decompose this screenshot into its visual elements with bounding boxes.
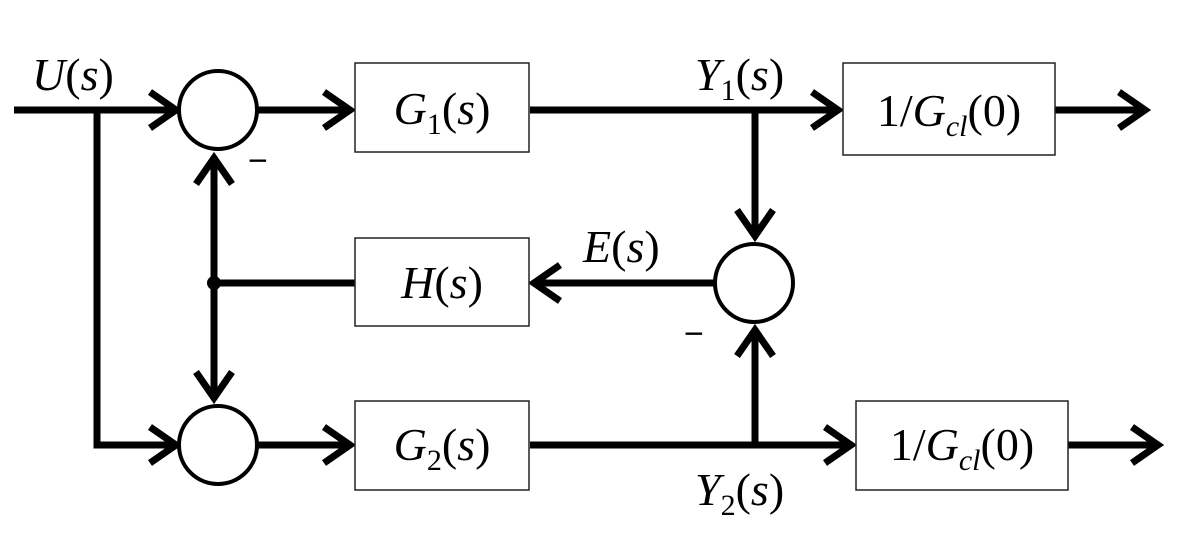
block-norm-top [842,62,1056,156]
signal-y1-label: Y1(s) [695,49,784,107]
sum-junction-error [713,242,795,324]
arrow-into-g2 [322,424,357,466]
arrow-feedback-up [193,151,235,186]
arrow-into-norm-top [810,89,845,131]
block-g2-label: G2(s) [394,419,491,477]
arrow-into-h [527,262,562,304]
branch-point [207,276,221,290]
block-h [354,237,530,327]
block-norm-bottom [855,400,1069,491]
minus-sign-error-sum: − [684,315,704,353]
arrow-feedback-down [193,370,235,405]
minus-sign-top-sum: − [248,142,268,180]
arrow-into-error-sum-top [734,208,776,243]
sum-junction-top [177,69,259,151]
arrow-into-sum-top [148,89,183,131]
arrow-into-sum-bottom [148,424,183,466]
arrow-into-norm-bottom [823,424,858,466]
block-norm-bottom-label: 1/Gcl(0) [890,419,1034,477]
block-g1 [354,62,530,153]
block-h-label: H(s) [400,257,483,308]
signal-error-label: E(s) [582,221,660,272]
block-g2 [354,400,530,491]
wire-input-branch [93,110,176,449]
arrow-into-g1 [322,89,357,131]
arrow-output-bottom [1130,424,1165,466]
arrow-output-top [1117,89,1152,131]
block-g1-label: G1(s) [394,83,491,141]
block-norm-top-label: 1/Gcl(0) [877,85,1021,143]
signal-y2-label: Y2(s) [695,464,784,522]
arrow-into-error-sum-bottom [734,323,776,358]
signal-input-label: U(s) [32,49,114,100]
sum-junction-bottom [177,404,259,486]
